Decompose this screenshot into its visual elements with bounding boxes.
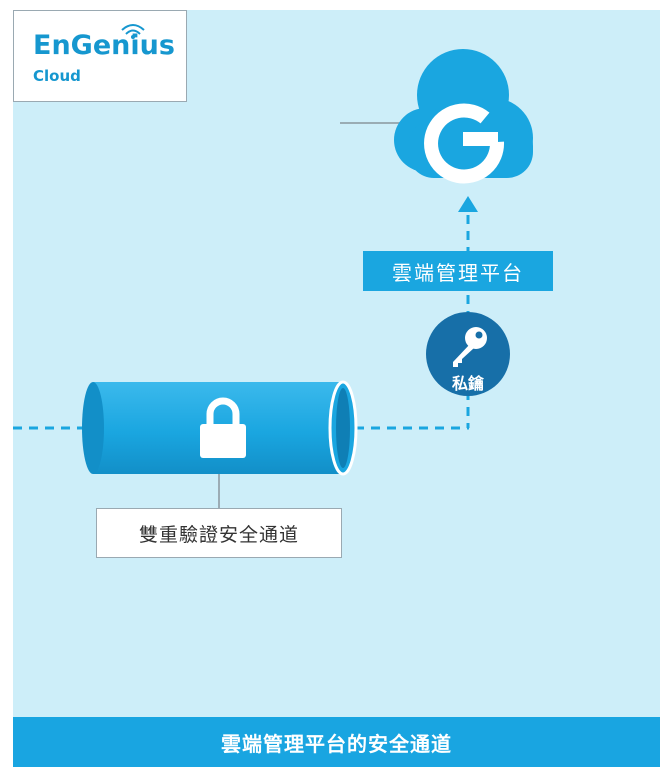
uplink-arrow-icon bbox=[458, 196, 478, 212]
logo-brand-text: EnGenius bbox=[33, 30, 175, 61]
engenius-cloud-logo: EnGenius Cloud bbox=[13, 10, 187, 102]
footer-title: 雲端管理平台的安全通道 bbox=[221, 731, 452, 756]
secure-tunnel-label: 雙重驗證安全通道 bbox=[96, 508, 342, 558]
diagram-graphics bbox=[13, 49, 533, 508]
wifi-icon bbox=[121, 24, 145, 39]
footer-bar bbox=[13, 717, 660, 767]
private-key-label: 私鑰 bbox=[451, 374, 484, 393]
g-logo-icon bbox=[424, 103, 505, 184]
lock-icon bbox=[200, 397, 246, 458]
private-key-badge bbox=[426, 312, 510, 396]
logo-sub-text: Cloud bbox=[33, 67, 81, 85]
diagram-canvas: EnGenius Cloud 雲端管理平台 私鑰 雙重驗證安全通道 雲端管理平台… bbox=[13, 10, 660, 767]
cloud-platform-label: 雲端管理平台 bbox=[363, 251, 553, 291]
